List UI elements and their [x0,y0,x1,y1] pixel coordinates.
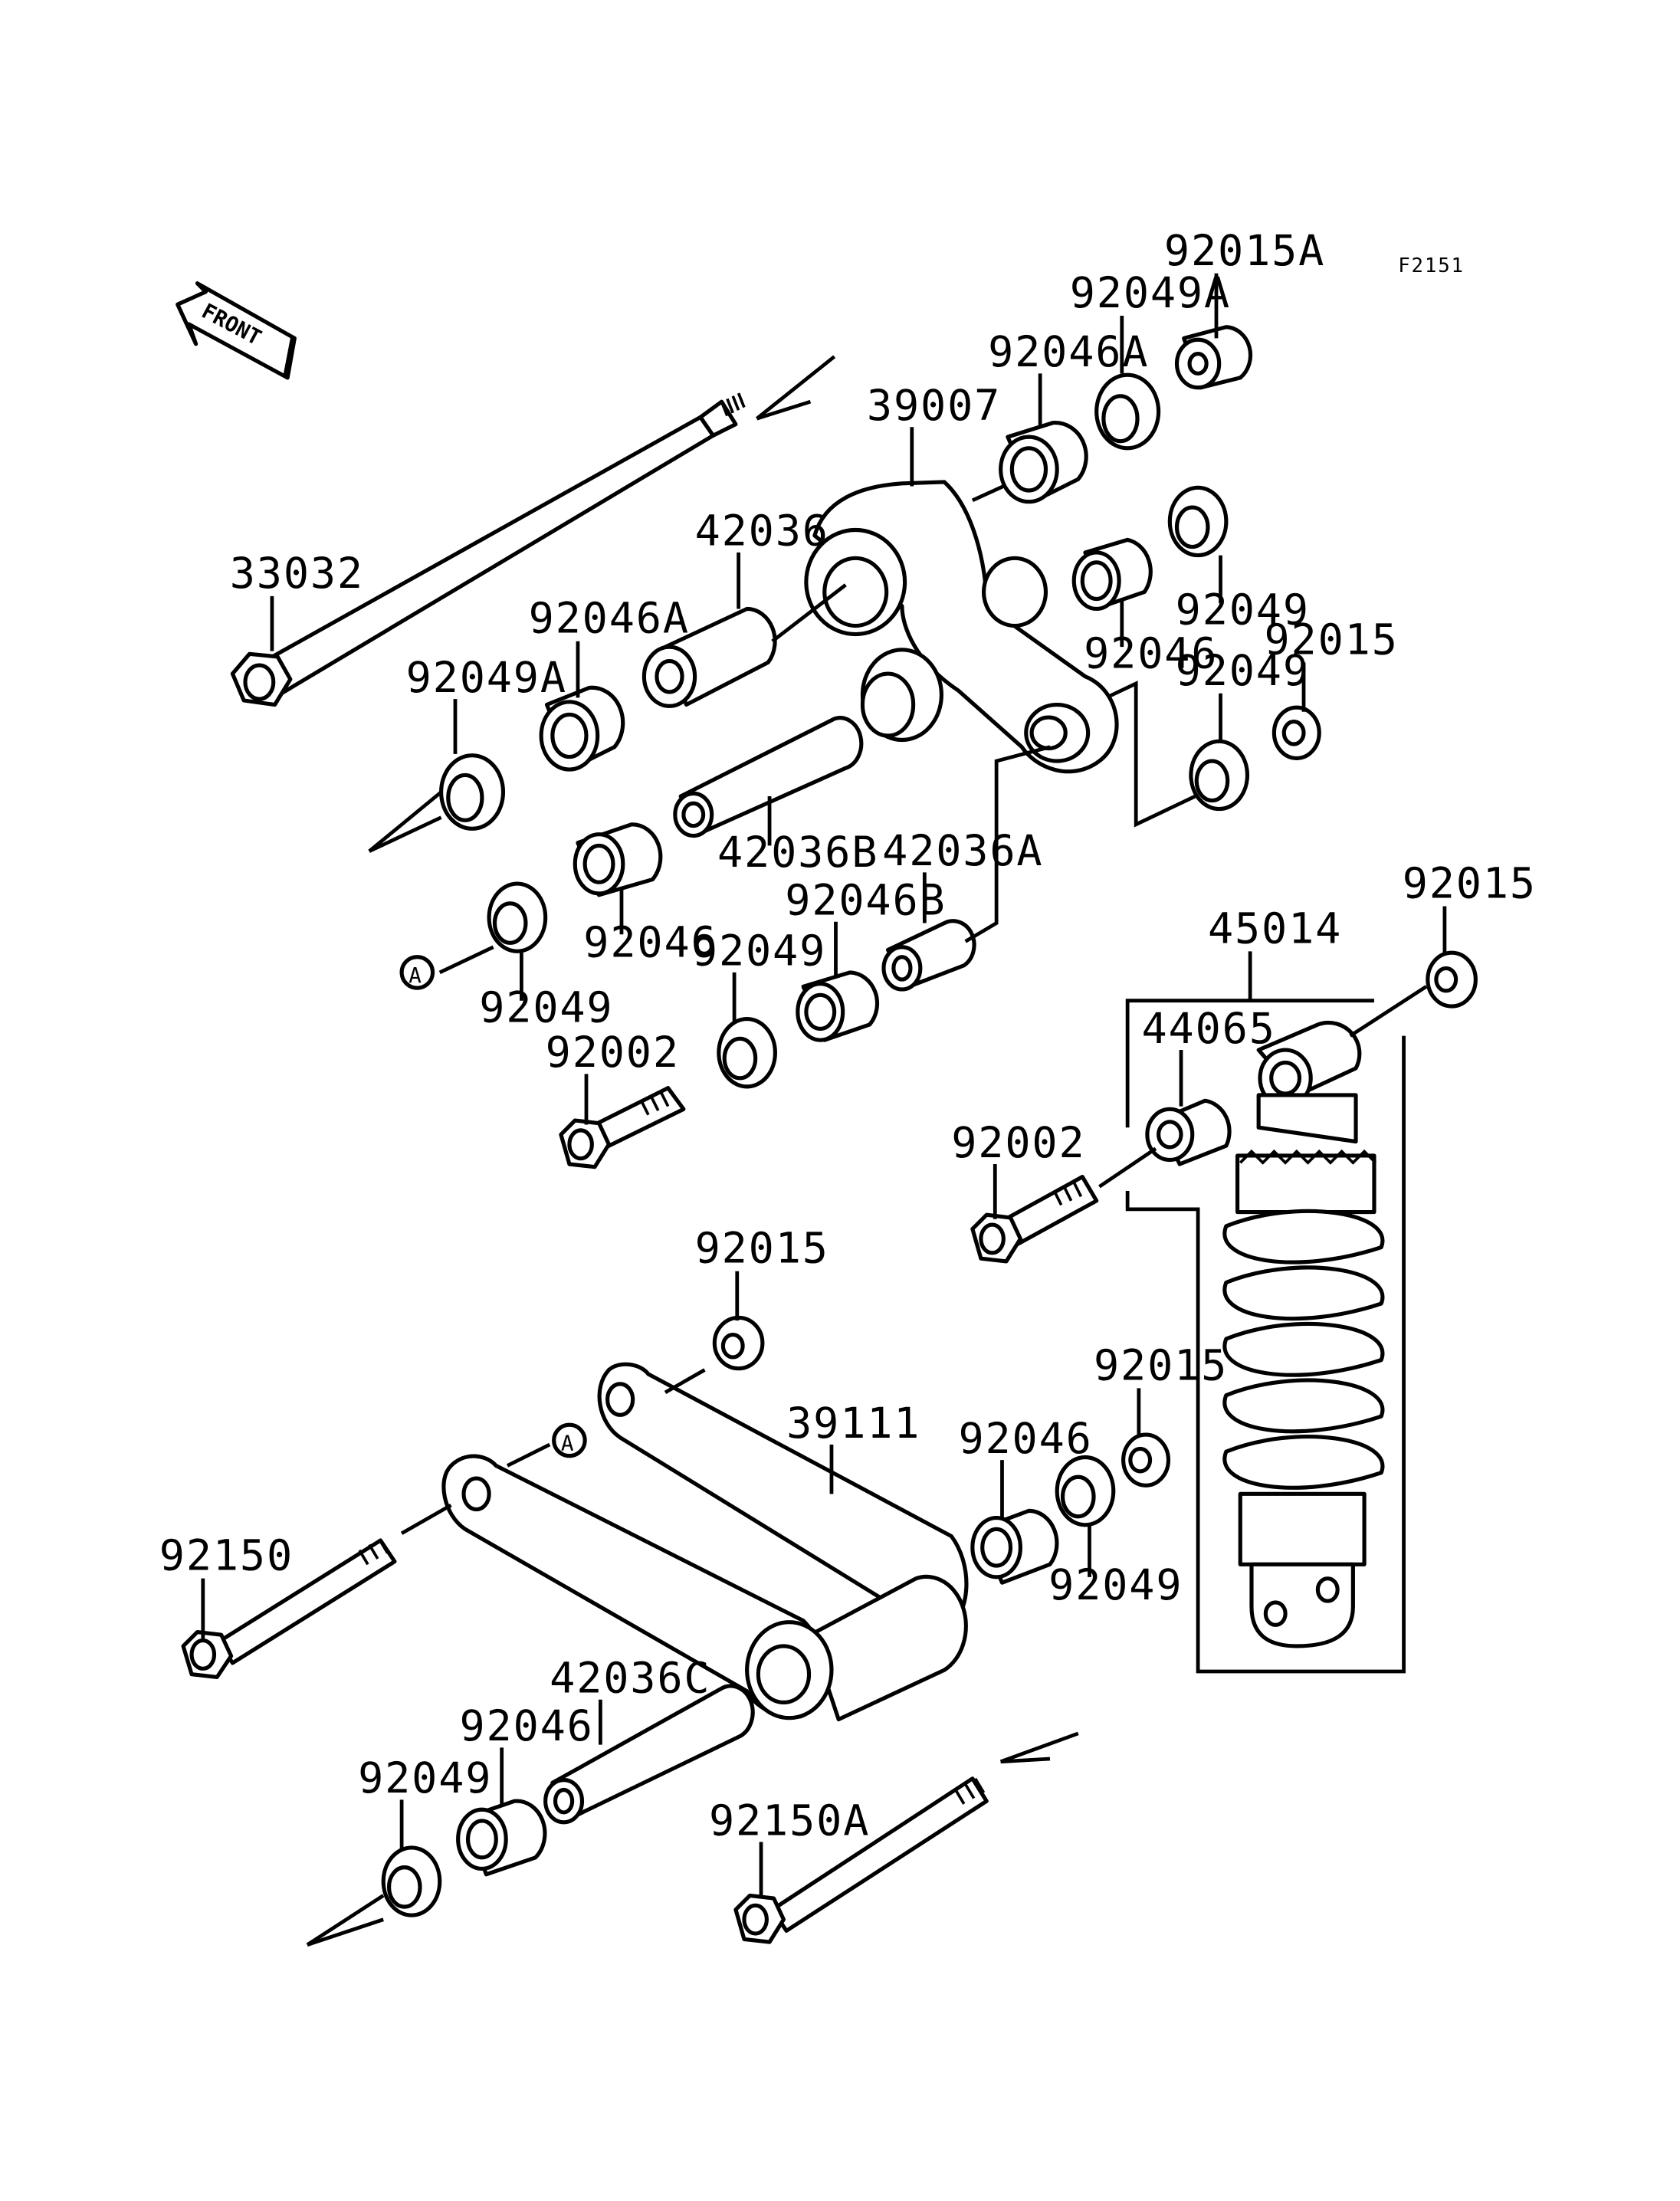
label-42036: 42036 [695,507,829,556]
label-44065: 44065 [1142,1005,1276,1054]
label-92046a-top: 92046A [988,328,1149,377]
part-92015-collar-link-right [1121,1432,1171,1488]
label-42036a: 42036A [882,827,1043,876]
label-45014: 45014 [1208,904,1342,953]
part-42036b-sleeve [673,716,864,838]
part-92015a-collar-top [1174,325,1253,390]
front-arrow-icon: FRONT [176,281,297,380]
label-92046-link: 92046 [958,1415,1092,1464]
callout-a-upper: A [399,955,435,990]
label-42036b: 42036B [717,828,878,877]
part-33032-bolt [230,355,836,707]
part-39111-tie-rod: A [441,1362,969,1722]
part-92002-bolt-right [970,1146,1157,1264]
part-92046-needle-bearing-right [1071,537,1153,612]
label-39111: 39111 [786,1399,920,1448]
label-92049a-left: 92049A [406,654,567,703]
callout-a-lower: A [561,1430,575,1455]
part-92046a-needle-bearing-left [539,685,625,772]
leader-lines [201,273,1447,1899]
label-92002-left: 92002 [546,1028,680,1078]
part-92049-seal-link [1055,1455,1116,1527]
label-92015-right: 92015 [1265,615,1399,664]
label-92049-link: 92049 [1048,1561,1183,1610]
label-92049a-top: 92049A [1070,269,1231,318]
part-39007-linkage-arm [804,480,1119,774]
part-92049a-seal-top [1094,372,1161,451]
svg-text:A: A [409,963,422,988]
label-92049-bottom: 92049 [358,1754,492,1803]
part-92150a-bolt [733,1731,1079,1944]
part-92015-collar-right [1271,705,1321,760]
part-92046b-needle-bearing [796,970,880,1042]
label-92046-left: 92046 [583,919,717,968]
part-42036a-sleeve [881,745,1051,992]
label-92049-right1: 92049 [1176,586,1310,635]
part-92049a-seal-left [368,753,506,853]
label-92015a: 92015A [1164,227,1325,276]
label-92046-right: 92046 [1084,630,1218,679]
part-92046-needle-bearing-bottom [456,1799,547,1877]
label-92046b: 92046B [785,877,946,926]
part-92046-needle-bearing-link [970,1508,1059,1585]
part-92049-seal-bottom [306,1845,442,1947]
part-92002-bolt-left [559,1086,686,1169]
label-92049-left: 92049 [479,983,613,1032]
figure-code: F2151 [1398,254,1465,277]
part-92049-seal-right1 [1167,485,1229,558]
part-92046-needle-bearing-left [573,822,663,897]
label-33032: 33032 [230,549,364,599]
label-42036c: 42036C [550,1655,710,1704]
label-92015-shock: 92015 [1403,859,1537,908]
label-92049-middle: 92049 [692,927,826,976]
part-42036-sleeve [641,583,847,708]
label-92049-right2: 92049 [1176,647,1310,696]
label-92046-bottom: 92046 [459,1702,593,1751]
label-39007: 39007 [867,382,1001,431]
part-92049-seal-left [438,881,548,975]
part-92046a-needle-bearing-top [971,421,1088,504]
label-92002-right: 92002 [951,1119,1085,1168]
part-45014-shock-absorber [1125,999,1406,1674]
part-92015-collar-link-top [712,1315,765,1371]
part-92049-seal-right2 [1108,681,1250,828]
part-44065-bushing [1145,1098,1232,1166]
label-92150: 92150 [159,1532,294,1581]
label-92015-link-top: 92015 [695,1225,829,1274]
part-labels: 33032 39007 42036 92046A 92049A 92015A 9… [159,227,1537,1846]
part-92049-seal-middle [717,1017,777,1089]
part-92150-bolt [181,1503,452,1679]
part-42036c-sleeve [543,1684,755,1825]
label-92015-link-right: 92015 [1094,1341,1228,1390]
label-92046a-left: 92046A [529,595,690,644]
label-92150a: 92150A [709,1796,870,1845]
part-92015-collar-shock [1349,950,1478,1038]
